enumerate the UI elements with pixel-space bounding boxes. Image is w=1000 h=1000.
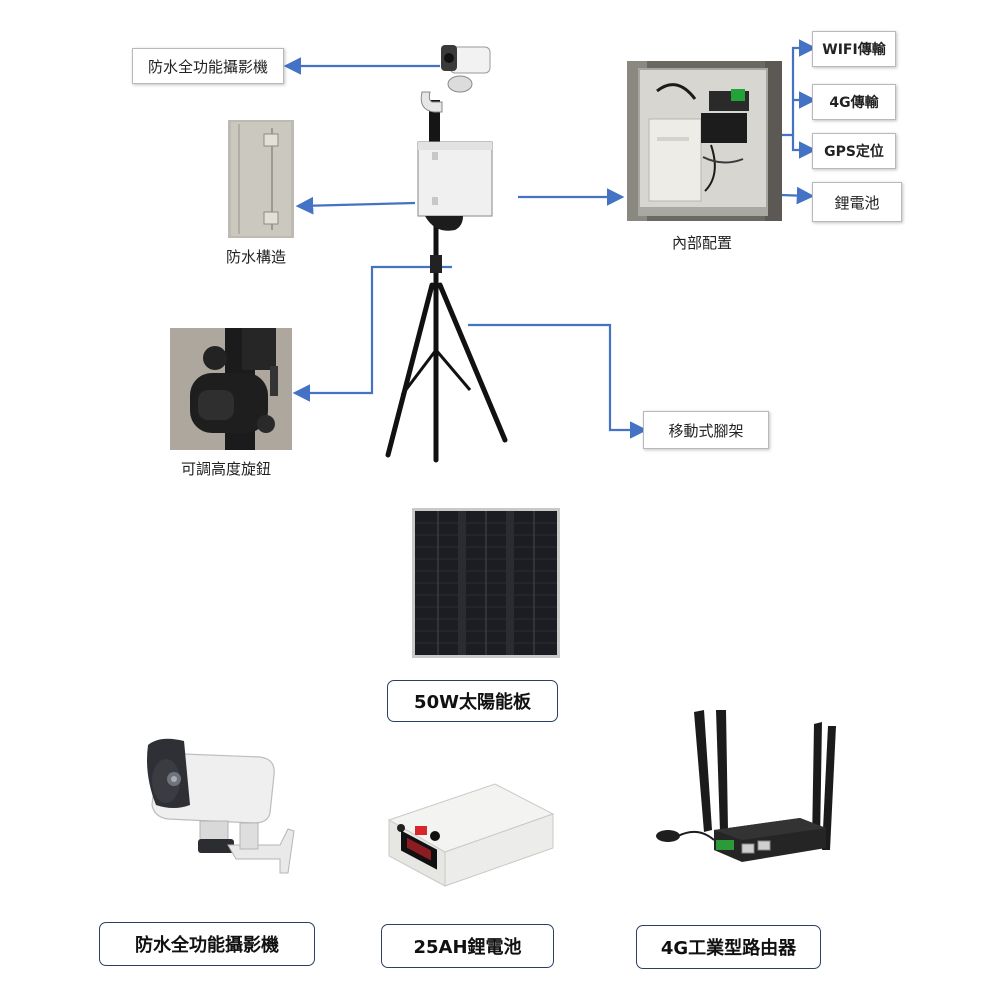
label-internal: 內部配置 xyxy=(672,234,733,252)
height-knob-photo xyxy=(170,328,292,450)
label-camera: 防水全功能攝影機 xyxy=(132,48,284,84)
arrow-knob xyxy=(292,265,452,402)
label-solar-panel: 50W太陽能板 xyxy=(387,680,558,722)
arrow-gps xyxy=(791,135,817,159)
label-tripod: 移動式腳架 xyxy=(643,411,769,449)
label-knob: 可調高度旋鈕 xyxy=(181,460,272,478)
solar-panel-image xyxy=(412,508,560,658)
label-router-product: 4G工業型路由器 xyxy=(636,925,821,969)
battery-product-image xyxy=(387,783,555,887)
internal-layout-photo xyxy=(627,61,782,221)
label-camera-product: 防水全功能攝影機 xyxy=(99,922,315,966)
label-wifi: WIFI傳輸 xyxy=(812,31,896,67)
label-battery-product: 25AH鋰電池 xyxy=(381,924,554,968)
label-battery: 鋰電池 xyxy=(812,182,902,222)
arrow-tripod xyxy=(468,323,648,439)
label-gps: GPS定位 xyxy=(812,133,896,169)
label-4g: 4G傳輸 xyxy=(812,84,896,120)
camera-product-image xyxy=(147,738,295,874)
router-product-image xyxy=(656,710,836,862)
waterproof-structure-photo xyxy=(228,120,294,238)
arrow-waterproof xyxy=(295,196,416,215)
label-waterproof: 防水構造 xyxy=(226,248,287,266)
camera-tripod-assembly xyxy=(385,45,508,463)
